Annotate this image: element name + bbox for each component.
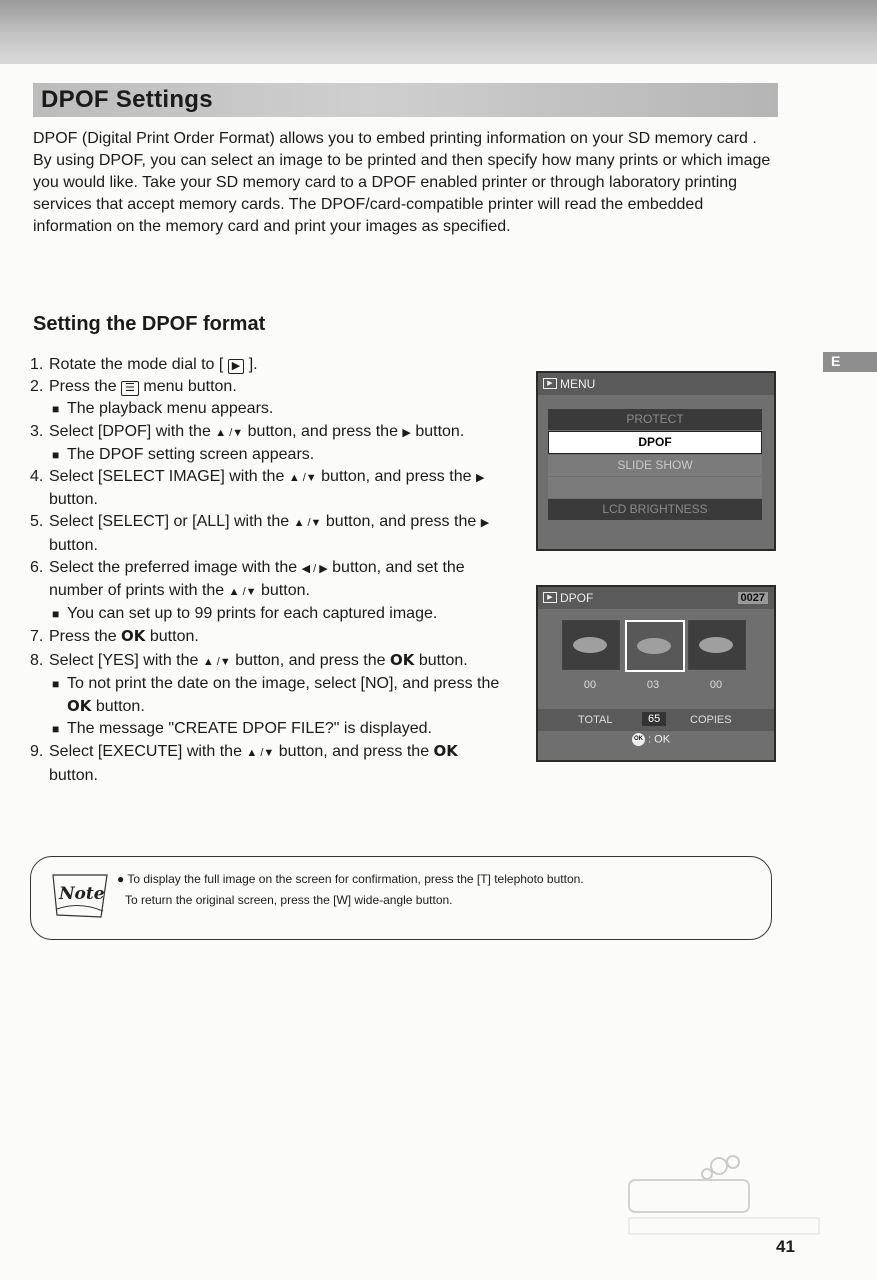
playback-menu-screen: ▶ MENU PROTECT DPOF SLIDE SHOW LCD BRIGH… bbox=[536, 371, 776, 551]
step-8-note-2: ■The message "CREATE DPOF FILE?" is disp… bbox=[52, 720, 432, 738]
page-number: 41 bbox=[776, 1237, 795, 1256]
intro-paragraph-1: DPOF (Digital Print Order Format) allows… bbox=[33, 130, 757, 147]
up-down-icon: ▲ /▼ bbox=[202, 655, 231, 668]
note-line-2: To return the original screen, press the… bbox=[125, 893, 453, 907]
up-down-icon: ▲ /▼ bbox=[246, 747, 275, 760]
up-down-icon: ▲ /▼ bbox=[293, 517, 322, 530]
step-3: 3.Select [DPOF] with the ▲ /▼ button, an… bbox=[30, 422, 465, 440]
ok-button-icon: OK bbox=[632, 733, 645, 746]
menu-screen-header: ▶ MENU bbox=[538, 373, 774, 395]
menu-item-slide-show[interactable]: SLIDE SHOW bbox=[548, 455, 762, 476]
note-box: Note ● To display the full image on the … bbox=[30, 856, 772, 940]
watermark-logo bbox=[628, 1155, 820, 1235]
dpof-screen-header: ▶ DPOF 0027 bbox=[538, 587, 774, 609]
right-arrow-icon: ▶ bbox=[402, 426, 411, 439]
ok-label: OK bbox=[121, 627, 146, 646]
ok-label: OK bbox=[389, 650, 415, 669]
print-count-3: 00 bbox=[709, 679, 723, 691]
step-6: 6.Select the preferred image with the ◀ … bbox=[30, 558, 465, 600]
up-down-icon: ▲ /▼ bbox=[288, 472, 317, 485]
menu-item-dpof[interactable]: DPOF bbox=[548, 431, 762, 454]
ok-hint: OK : OK bbox=[632, 733, 671, 746]
step-6-note: ■You can set up to 99 prints for each ca… bbox=[52, 605, 438, 623]
step-3-note: ■The DPOF setting screen appears. bbox=[52, 445, 315, 463]
print-counts: 00 03 00 bbox=[558, 679, 768, 695]
playback-mode-icon: ▶ bbox=[227, 359, 245, 374]
step-1: 1.Rotate the mode dial to [ ▶ ]. bbox=[30, 356, 258, 374]
playback-icon: ▶ bbox=[543, 378, 557, 389]
note-badge-label: Note bbox=[58, 884, 105, 904]
step-8-note-1: ■To not print the date on the image, sel… bbox=[52, 674, 500, 716]
note-badge-icon: Note bbox=[52, 874, 108, 918]
note-text: ● To display the full image on the scree… bbox=[117, 869, 584, 911]
right-arrow-icon: ▶ bbox=[475, 472, 485, 485]
menu-item-lcd-brightness[interactable]: LCD BRIGHTNESS bbox=[548, 499, 762, 520]
right-arrow-icon: ▶ bbox=[480, 517, 490, 530]
step-4: 4.Select [SELECT IMAGE] with the ▲ /▼ bu… bbox=[30, 468, 485, 509]
step-9: 9.Select [EXECUTE] with the ▲ /▼ button,… bbox=[30, 742, 458, 784]
menu-item-protect[interactable]: PROTECT bbox=[548, 409, 762, 430]
section-title: Setting the DPOF format bbox=[33, 313, 266, 335]
total-copies-value: 65 bbox=[642, 712, 667, 726]
menu-list: PROTECT DPOF SLIDE SHOW LCD BRIGHTNESS bbox=[548, 409, 762, 521]
up-down-icon: ▲ /▼ bbox=[215, 426, 244, 439]
dpof-setting-screen: ▶ DPOF 0027 00 03 00 TOTAL 65 COPIES OK … bbox=[536, 585, 776, 762]
intro-text: DPOF (Digital Print Order Format) allows… bbox=[33, 128, 778, 238]
menu-item-blank[interactable] bbox=[548, 477, 762, 498]
title-bar: DPOF Settings bbox=[33, 83, 778, 117]
up-down-icon: ▲ /▼ bbox=[228, 586, 257, 599]
note-line-1: ● To display the full image on the scree… bbox=[117, 872, 584, 886]
language-tab: E bbox=[823, 352, 877, 372]
step-5: 5.Select [SELECT] or [ALL] with the ▲ /▼… bbox=[30, 513, 490, 554]
step-2-note: ■The playback menu appears. bbox=[52, 400, 274, 418]
total-copies-row: TOTAL 65 COPIES bbox=[538, 709, 774, 731]
print-count-1: 00 bbox=[583, 679, 597, 691]
menu-button-icon: ☰ bbox=[121, 381, 139, 397]
step-7: 7.Press the OK button. bbox=[30, 627, 199, 646]
thumbnail-2-selected[interactable] bbox=[625, 620, 685, 672]
page-top-band bbox=[0, 0, 877, 64]
step-2: 2.Press the ☰ menu button. bbox=[30, 378, 237, 397]
ok-label: OK bbox=[433, 742, 458, 761]
print-count-2: 03 bbox=[646, 679, 660, 691]
left-right-icon: ◀ / ▶ bbox=[301, 562, 328, 575]
playback-icon: ▶ bbox=[543, 592, 557, 603]
ok-label: OK bbox=[67, 697, 92, 716]
image-counter: 0027 bbox=[737, 592, 768, 604]
step-8: 8.Select [YES] with the ▲ /▼ button, and… bbox=[30, 650, 468, 669]
thumbnail-strip bbox=[558, 620, 768, 672]
thumbnail-3[interactable] bbox=[688, 620, 746, 670]
thumbnail-1[interactable] bbox=[562, 620, 620, 670]
steps-list: 1.Rotate the mode dial to [ ▶ ]. 2.Press… bbox=[30, 354, 500, 787]
intro-paragraph-2: By using DPOF, you can select an image t… bbox=[33, 152, 771, 235]
page-title: DPOF Settings bbox=[41, 86, 213, 113]
